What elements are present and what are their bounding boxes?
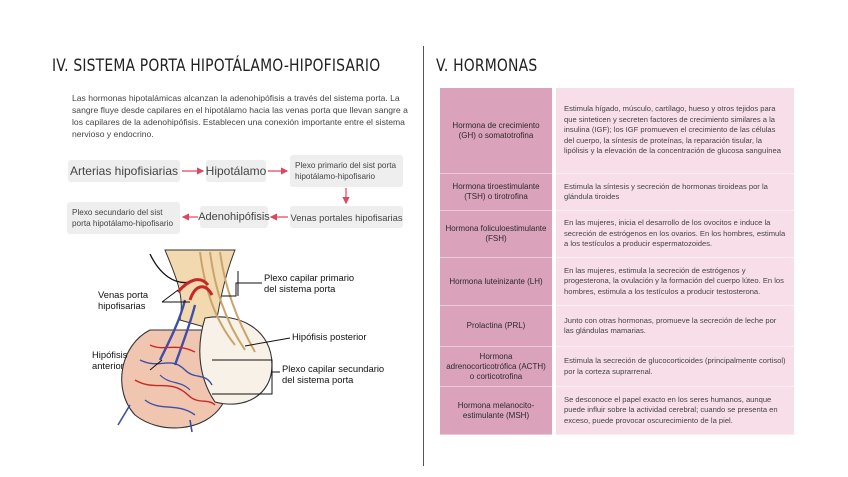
- hormone-description: En las mujeres, inicia el desarrollo de …: [556, 211, 794, 258]
- hormone-row: Prolactina (PRL)Junto con otras hormonas…: [440, 306, 794, 347]
- section-title-hormones: V. HORMONAS: [436, 56, 537, 76]
- hormones-table: Hormona de crecimiento (GH) o somatotrof…: [440, 88, 794, 435]
- label-hipofisis-anterior: Hipófisis anterior: [92, 349, 127, 371]
- hormone-name: Prolactina (PRL): [440, 306, 552, 347]
- hormone-name: Hormona foliculoestimulante (FSH): [440, 211, 552, 258]
- hormone-description: Estimula la secreción de glucocorticoide…: [556, 347, 794, 387]
- hormone-row: Hormona tiroestimulante (TSH) o tirotrof…: [440, 174, 794, 211]
- hormone-description: Estimula hígado, músculo, cartílago, hue…: [556, 88, 794, 174]
- hormone-row: Hormona luteinizante (LH)En las mujeres,…: [440, 258, 794, 306]
- label-venas-porta: Venas porta hipofisarias: [98, 289, 148, 311]
- hormone-name: Hormona tiroestimulante (TSH) o tirotrof…: [440, 174, 552, 211]
- hormone-row: Hormona de crecimiento (GH) o somatotrof…: [440, 88, 794, 174]
- hormone-name: Hormona de crecimiento (GH) o somatotrof…: [440, 88, 552, 174]
- hormone-name: Hormona adrenocorticotrófica (ACTH) o co…: [440, 347, 552, 387]
- hormone-description: Junto con otras hormonas, promueve la se…: [556, 306, 794, 347]
- hormone-row: Hormona foliculoestimulante (FSH)En las …: [440, 211, 794, 258]
- hormone-description: Se desconoce el papel exacto en los sere…: [556, 387, 794, 435]
- label-plexo-capilar-primario: Plexo capilar primario del sistema porta: [264, 272, 354, 294]
- hormone-description: Estimula la síntesis y secreción de horm…: [556, 174, 794, 211]
- hormone-name: Hormona melanocito-estimulante (MSH): [440, 387, 552, 435]
- label-hipofisis-posterior: Hipófisis posterior: [292, 331, 367, 342]
- hormone-name: Hormona luteinizante (LH): [440, 258, 552, 306]
- hormone-row: Hormona melanocito-estimulante (MSH)Se d…: [440, 387, 794, 435]
- label-plexo-capilar-secundario: Plexo capilar secundario del sistema por…: [282, 363, 384, 385]
- hormone-description: En las mujeres, estimula la secreción de…: [556, 258, 794, 306]
- hormone-row: Hormona adrenocorticotrófica (ACTH) o co…: [440, 347, 794, 387]
